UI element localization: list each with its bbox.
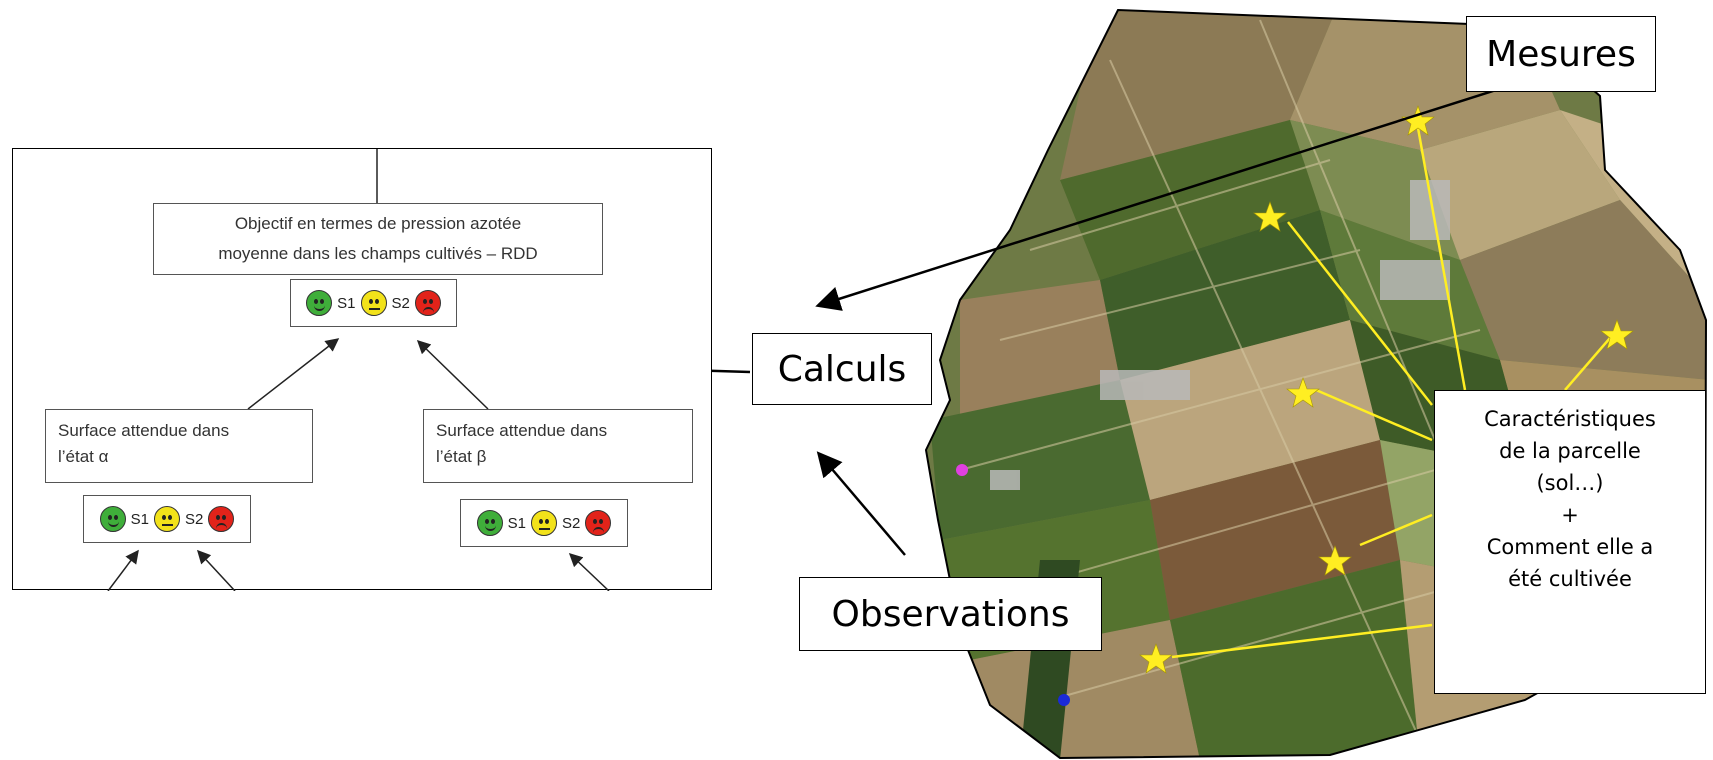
characteristics-line-6: été cultivée <box>1508 567 1632 591</box>
characteristics-line-5: Comment elle a <box>1486 535 1654 559</box>
sad-face-icon <box>585 510 612 536</box>
scale-s2: S2 <box>185 510 204 528</box>
surface-alpha-box: Surface attendue dans l’état α <box>45 409 313 483</box>
neutral-face-icon <box>360 290 387 316</box>
happy-face-icon <box>306 290 333 316</box>
surface-beta-box: Surface attendue dans l’état β <box>423 409 693 483</box>
neutral-face-icon <box>154 506 180 532</box>
tree-diagram-panel: Objectif en termes de pression azotée mo… <box>12 148 712 591</box>
happy-face-icon <box>99 506 126 532</box>
scale-s2: S2 <box>391 294 410 312</box>
objective-scale: S1 S2 <box>290 279 457 327</box>
sad-face-icon <box>414 290 441 316</box>
characteristics-box: Caractéristiques de la parcelle (sol…) +… <box>1434 390 1706 694</box>
star-icon <box>1600 319 1634 350</box>
mesures-label: Mesures <box>1466 16 1656 92</box>
observations-label: Observations <box>799 577 1102 651</box>
scale-s1: S1 <box>507 514 526 532</box>
scale-s2: S2 <box>562 514 581 532</box>
surface-alpha-scale: S1 S2 <box>83 495 251 543</box>
characteristics-line-3: (sol…) <box>1536 471 1604 495</box>
surface-beta-line-2: l’état β <box>436 447 487 466</box>
scale-s1: S1 <box>130 510 149 528</box>
scale-s1: S1 <box>337 294 356 312</box>
observations-arrow <box>816 451 906 556</box>
pointer-lines <box>1171 127 1611 659</box>
surface-beta-scale: S1 S2 <box>460 499 628 547</box>
characteristics-line-1: Caractéristiques <box>1484 407 1656 431</box>
mesures-arrow <box>815 74 1541 311</box>
characteristics-line-2: de la parcelle <box>1499 439 1641 463</box>
characteristics-line-4: + <box>1561 503 1579 527</box>
tree-connectors <box>107 149 610 591</box>
map-boundary <box>924 8 1708 760</box>
sad-face-icon <box>208 506 235 532</box>
star-icon <box>1318 545 1352 576</box>
objective-box: Objectif en termes de pression azotée mo… <box>153 203 603 275</box>
star-icon <box>1286 377 1320 408</box>
happy-face-icon <box>476 510 503 536</box>
star-icon <box>1253 201 1287 232</box>
star-icon <box>1139 643 1173 674</box>
objective-line-1: Objectif en termes de pression azotée <box>234 214 522 233</box>
objective-line-2: moyenne dans les champs cultivés – RDD <box>218 244 538 263</box>
star-icons <box>1139 105 1634 674</box>
star-icon <box>1401 105 1435 136</box>
surface-beta-line-1: Surface attendue dans <box>436 421 608 440</box>
neutral-face-icon <box>531 510 557 536</box>
surface-alpha-line-2: l’état α <box>58 447 109 466</box>
calculs-label: Calculs <box>752 333 932 405</box>
surface-alpha-line-1: Surface attendue dans <box>58 421 230 440</box>
